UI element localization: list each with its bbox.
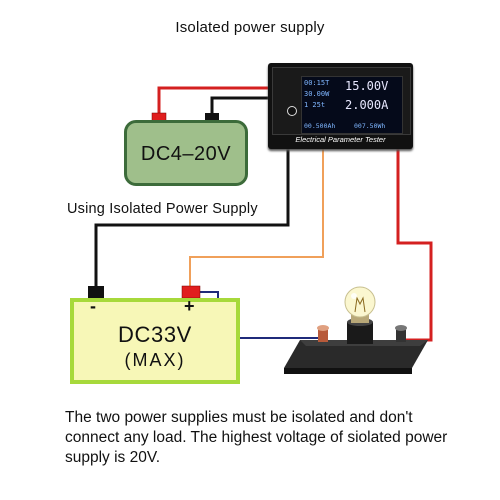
meter-power: 30.00W <box>304 90 330 98</box>
big-power-supply: DC33V (MAX) <box>70 298 240 384</box>
red-wire-meter-to-bulb <box>396 149 433 342</box>
meter-amp-hours: 00.500Ah <box>304 122 336 130</box>
black-wire-meter-to-negative <box>94 149 290 291</box>
bulb-load <box>284 286 428 374</box>
red-wire-small-supply <box>157 86 268 118</box>
small-power-supply: DC4–20V <box>124 120 248 186</box>
meter-voltage: 15.00V <box>345 79 389 93</box>
small-supply-label: DC4–20V <box>140 143 232 165</box>
negative-sign: - <box>90 296 96 316</box>
positive-sign: + <box>184 296 195 316</box>
big-supply-negative-terminal <box>88 286 104 298</box>
meter-watt-hours: 007.50Wh <box>354 122 386 130</box>
footer-note: The two power supplies must be isolated … <box>65 409 448 466</box>
diagram-title: Isolated power supply <box>175 19 325 36</box>
meter-temp: 1 25t <box>304 101 326 109</box>
big-supply-label: DC33V <box>118 322 192 347</box>
meter-screen: 00:15T 30.00W 1 25t 15.00V 2.000A 00.500… <box>301 76 403 134</box>
meter-name-label: Electrical Parameter Tester <box>295 135 386 144</box>
black-wire-small-supply <box>210 96 268 118</box>
big-supply-max-label: (MAX) <box>124 350 186 370</box>
meter-bezel: 00:15T 30.00W 1 25t 15.00V 2.000A 00.500… <box>272 67 411 135</box>
small-supply-negative-terminal <box>205 113 219 122</box>
meter-time: 00:15T <box>304 79 330 87</box>
electrical-parameter-tester: 00:15T 30.00W 1 25t 15.00V 2.000A 00.500… <box>268 63 413 149</box>
meter-button-icon[interactable] <box>287 106 297 116</box>
meter-current: 2.000A <box>345 98 389 112</box>
orange-wire-meter-to-positive <box>189 149 324 291</box>
isolated-supply-label: Using Isolated Power Supply <box>67 201 258 217</box>
